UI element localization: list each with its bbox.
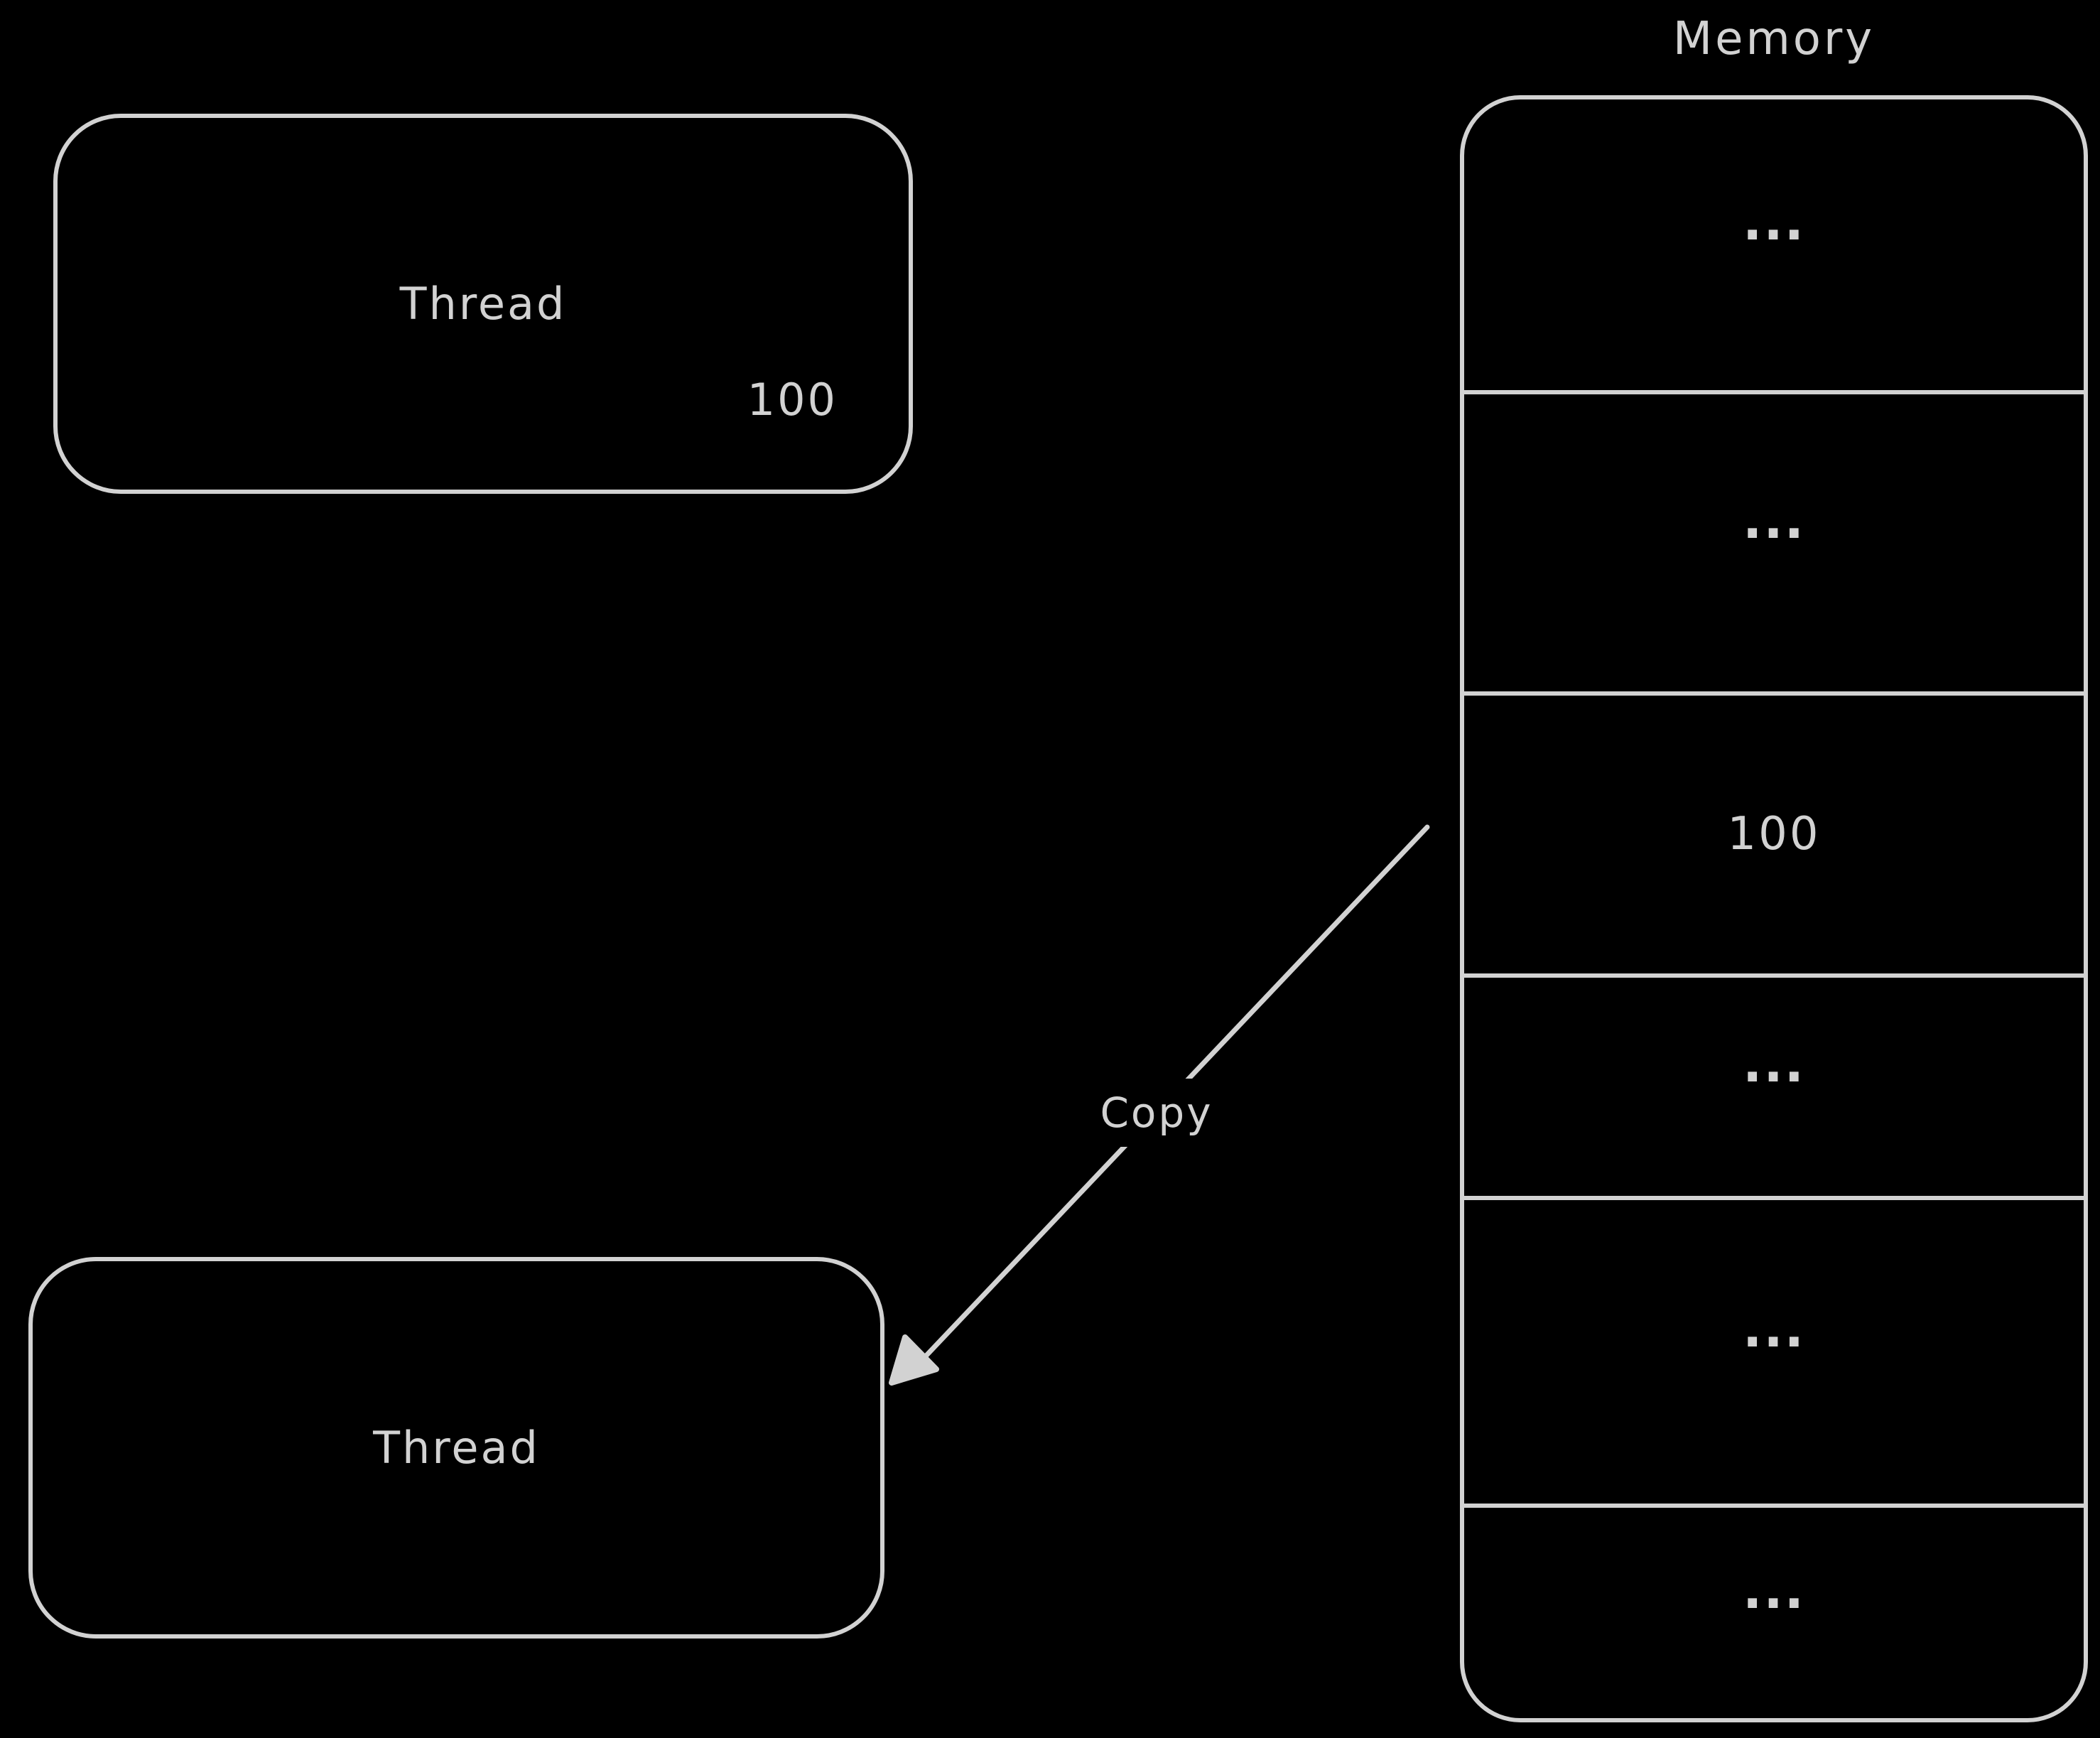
memory-cell: ... bbox=[1464, 1503, 2084, 1718]
arrow-head-icon bbox=[889, 1334, 939, 1386]
memory-cell-value: ... bbox=[1742, 192, 1806, 252]
thread-top-value: 100 bbox=[747, 374, 838, 426]
memory-title: Memory bbox=[1672, 13, 1876, 65]
memory-cell: ... bbox=[1464, 99, 2084, 390]
memory-cell-value: 100 bbox=[1727, 808, 1821, 861]
memory-box: ... ... 100 ... ... ... bbox=[1460, 95, 2088, 1722]
memory-cell-value: ... bbox=[1742, 1560, 1806, 1620]
thread-box-bottom: Thread bbox=[28, 1257, 884, 1639]
memory-cell-value: ... bbox=[1742, 1299, 1806, 1359]
memory-cell: ... bbox=[1464, 389, 2084, 691]
memory-cell: ... bbox=[1464, 973, 2084, 1196]
memory-cell: ... bbox=[1464, 1195, 2084, 1504]
copy-arrow-label: Copy bbox=[1076, 1079, 1238, 1147]
thread-box-top: Thread 100 bbox=[53, 114, 913, 494]
thread-top-label: Thread bbox=[399, 278, 567, 330]
memory-cell: 100 bbox=[1464, 691, 2084, 973]
memory-cell-value: ... bbox=[1742, 490, 1806, 550]
thread-bottom-label: Thread bbox=[373, 1422, 540, 1474]
memory-cell-value: ... bbox=[1742, 1034, 1806, 1094]
